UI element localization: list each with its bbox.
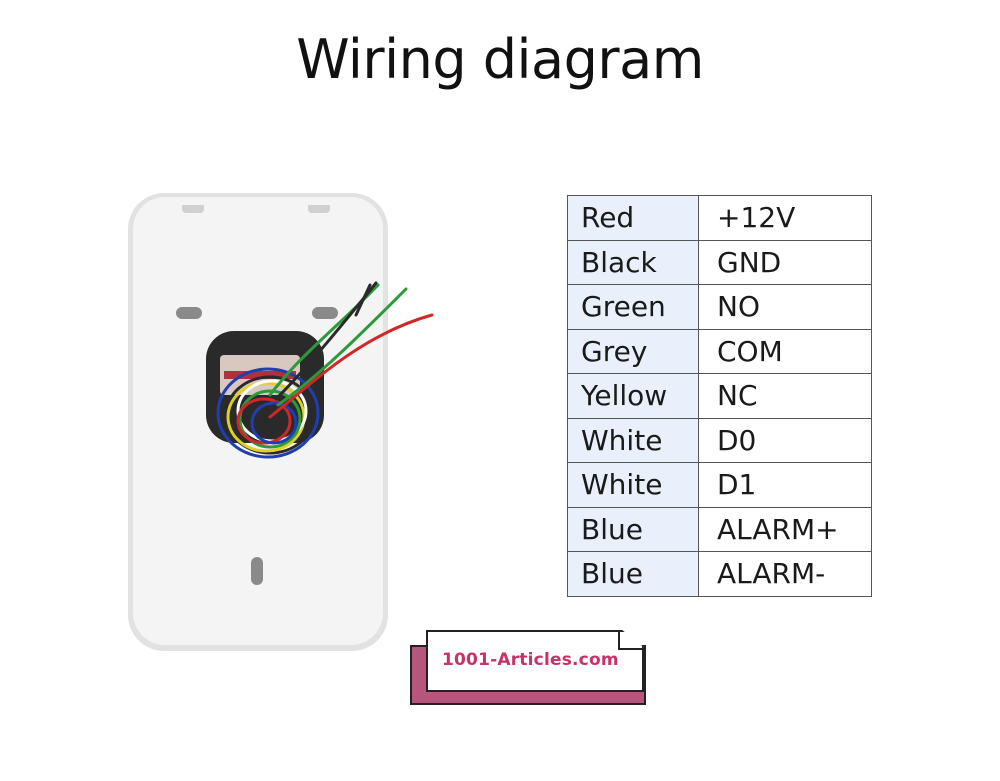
wire-color-cell: Blue xyxy=(567,506,699,552)
watermark-text: 1001-Articles.com xyxy=(442,650,619,670)
wire-function-cell: +12V xyxy=(698,195,872,241)
table-row: Blue ALARM+ xyxy=(567,506,872,552)
wire-color-cell: Black xyxy=(567,239,699,285)
folded-corner-icon xyxy=(618,632,644,650)
wire-function-cell: NO xyxy=(698,284,872,330)
wire-color-cell: Blue xyxy=(567,551,699,597)
table-row: Blue ALARM- xyxy=(567,551,872,597)
wire-color-cell: Yellow xyxy=(567,373,699,419)
table-row: Green NO xyxy=(567,284,872,330)
wire-function-cell: D1 xyxy=(698,462,872,508)
wire-color-cell: Red xyxy=(567,195,699,241)
wire-color-cell: Green xyxy=(567,284,699,330)
table-row: Grey COM xyxy=(567,328,872,374)
card-reader-device-illustration xyxy=(128,193,434,651)
wire-color-cell: White xyxy=(567,462,699,508)
wire-color-cell: White xyxy=(567,417,699,463)
wire-function-cell: D0 xyxy=(698,417,872,463)
wire-function-cell: COM xyxy=(698,328,872,374)
table-row: Yellow NC xyxy=(567,373,872,419)
watermark-card xyxy=(426,630,644,692)
table-row: Red +12V xyxy=(567,195,872,241)
wiring-table: Red +12V Black GND Green NO Grey COM Yel… xyxy=(567,195,872,597)
watermark-badge: 1001-Articles.com xyxy=(410,630,646,705)
wire-function-cell: ALARM- xyxy=(698,551,872,597)
wire-function-cell: NC xyxy=(698,373,872,419)
wire-function-cell: GND xyxy=(698,239,872,285)
page-title: Wiring diagram xyxy=(296,28,704,91)
wire-function-cell: ALARM+ xyxy=(698,506,872,552)
table-row: White D1 xyxy=(567,462,872,508)
wire-color-cell: Grey xyxy=(567,328,699,374)
table-row: White D0 xyxy=(567,417,872,463)
table-row: Black GND xyxy=(567,239,872,285)
